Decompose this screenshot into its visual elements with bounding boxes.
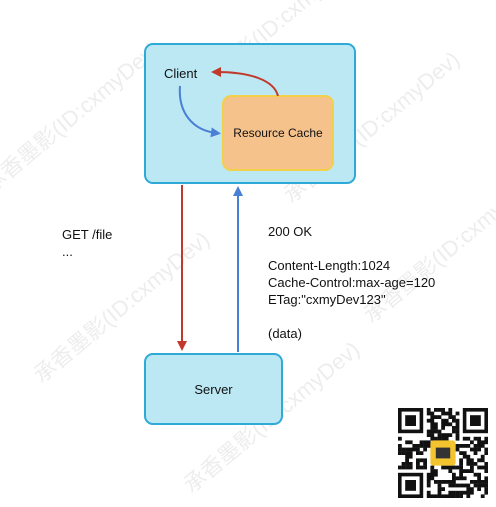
- request-text: GET /file ...: [62, 226, 112, 260]
- server-box: Server: [144, 353, 283, 425]
- resource-cache-label: Resource Cache: [233, 126, 323, 140]
- response-status: 200 OK: [268, 224, 313, 239]
- response-text: 200 OK Content-Length:1024 Cache-Control…: [268, 223, 435, 342]
- server-label: Server: [194, 381, 233, 397]
- client-label: Client: [164, 66, 198, 81]
- resource-cache-box: Resource Cache: [222, 95, 334, 171]
- qr-code-icon: [398, 408, 489, 499]
- response-header-content-length: Content-Length:1024: [268, 258, 391, 273]
- client-to-cache-arrow: [178, 85, 221, 138]
- response-body: (data): [268, 326, 302, 341]
- response-header-cache-control: Cache-Control:max-age=120: [268, 275, 436, 290]
- cache-to-client-arrow: [211, 67, 279, 97]
- response-header-etag: ETag:"cxmyDev123": [268, 292, 386, 307]
- request-ellipsis: ...: [62, 244, 73, 259]
- request-line: GET /file: [62, 227, 113, 242]
